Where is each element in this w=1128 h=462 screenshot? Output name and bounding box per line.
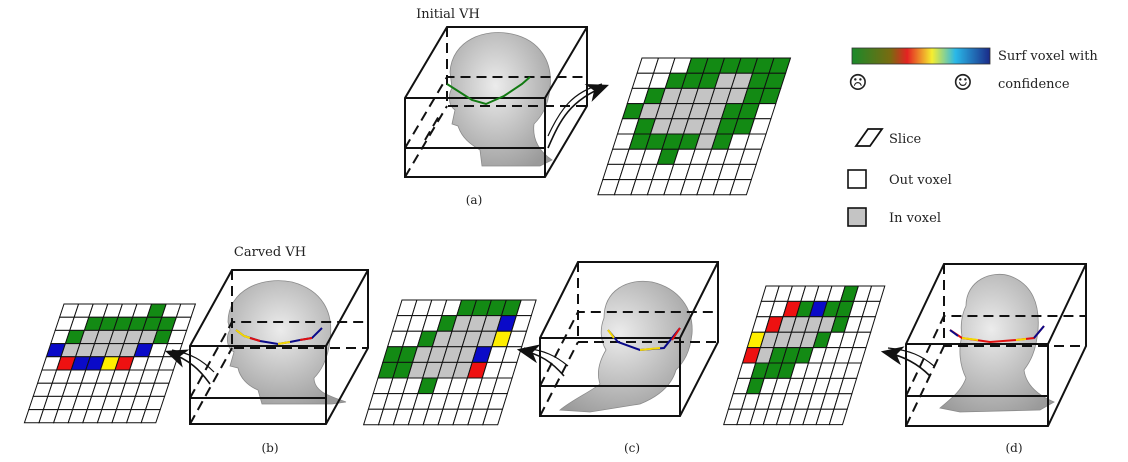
legend-in-voxel-label: In voxel (889, 211, 941, 226)
panel-label-c: (c) (624, 441, 640, 455)
panel-label-a: (a) (466, 193, 483, 207)
voxel-slice-grid-a (597, 57, 792, 196)
voxel-cell (140, 409, 161, 424)
legend-out-voxel-label: Out voxel (889, 173, 952, 188)
bottom-title: Carved VH (234, 245, 306, 260)
arrow-b (164, 349, 211, 385)
panel-label-d: (d) (1005, 441, 1022, 455)
panel-d: (d) (723, 263, 1087, 455)
slice-swatch-icon (854, 128, 884, 147)
head-volume-d (905, 263, 1087, 427)
voxel-cell (828, 408, 848, 426)
panel-b: Carved VH (b) (23, 245, 369, 455)
top-title: Initial VH (416, 7, 480, 22)
arrow-c (516, 344, 565, 377)
voxel-slice-grid-c (362, 299, 537, 426)
head-mesh-c (558, 280, 693, 413)
happy-face-icon: ☺ (953, 71, 973, 96)
head-volume-b (189, 269, 369, 425)
out-voxel-swatch (847, 169, 867, 189)
arrow-a (547, 84, 609, 149)
arrow-d (880, 346, 931, 377)
contour-line-a (446, 76, 531, 106)
in-voxel-swatch (847, 207, 867, 227)
legend-surf-voxel-line2: confidence (998, 77, 1070, 92)
sad-face-icon: ☹ (848, 71, 868, 96)
voxel-slice-grid-d (723, 285, 886, 426)
panel-label-b: (b) (261, 441, 278, 455)
voxel-slice-grid-b (23, 303, 197, 424)
legend-surf-voxel-line1: Surf voxel with (998, 49, 1098, 64)
panel-a: Initial VH (a) (404, 7, 792, 207)
voxel-cell (482, 408, 504, 426)
voxel-cell (729, 179, 752, 196)
panel-c: (c) (362, 261, 719, 455)
legend: Surf voxel with ☹ ☺ confidence Slice Out… (847, 47, 1098, 227)
head-mesh-a (448, 32, 553, 167)
head-volume-a (404, 26, 588, 178)
head-volume-c (539, 261, 719, 417)
legend-slice-label: Slice (889, 132, 922, 147)
confidence-colorbar (851, 47, 991, 65)
